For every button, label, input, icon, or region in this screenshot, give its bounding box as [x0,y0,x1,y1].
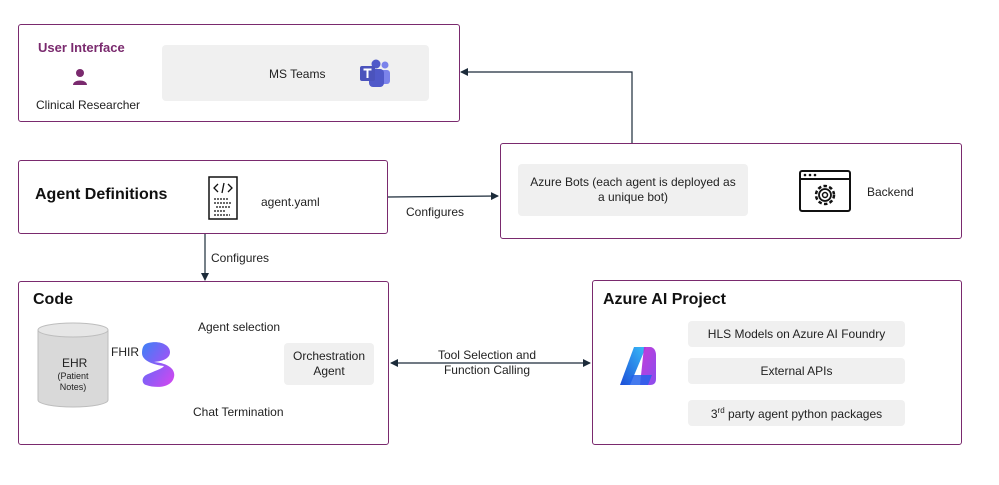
ehr-database-icon [37,322,109,408]
user-icon [73,69,87,85]
azure-ai-item-1-label: External APIs [760,364,833,378]
azure-ai-foundry-icon [620,347,656,385]
orchestration-agent-panel: Orchestration Agent [284,343,374,385]
azure-ai-project-title: Azure AI Project [603,291,726,308]
code-title: Code [33,291,73,308]
azure-ai-item-0-label: HLS Models on Azure AI Foundry [707,327,886,341]
agent-definitions-box [18,160,388,234]
user-interface-title: User Interface [38,40,125,55]
fhir-label: FHIR [111,345,139,359]
settings-window-icon [799,170,851,212]
code-file-icon [208,176,238,220]
ehr-sub-label: (Patient Notes) [57,371,89,392]
configures-label-down: Configures [211,251,270,265]
azure-bots-panel: Azure Bots (each agent is deployed as a … [518,164,748,216]
azure-bots-label: Azure Bots (each agent is deployed as a … [530,175,736,204]
tool-selection-label: Tool Selection and Function Calling [437,348,537,377]
configures-label-right: Configures [406,205,465,219]
azure-ai-item-1: External APIs [688,358,905,384]
orchestration-agent-label: Orchestration Agent [292,349,366,378]
semantic-kernel-icon [142,342,175,387]
azure-ai-item-2-label: 3rd party agent python packages [710,405,883,421]
agent-definitions-title: Agent Definitions [35,186,168,203]
defs-bots-arrow [387,192,499,201]
ehr-label: EHR [62,356,88,370]
ms-teams-label: MS Teams [269,67,326,81]
ms-teams-icon [360,59,390,87]
agent-selection-label: Agent selection [198,320,281,334]
backend-label: Backend [867,185,914,199]
azure-ai-item-0: HLS Models on Azure AI Foundry [688,321,905,347]
azure-ai-item-2: 3rd party agent python packages [688,400,905,426]
clinical-researcher-label: Clinical Researcher [36,98,141,112]
agent-yaml-label: agent.yaml [261,195,320,209]
chat-termination-label: Chat Termination [193,405,284,419]
